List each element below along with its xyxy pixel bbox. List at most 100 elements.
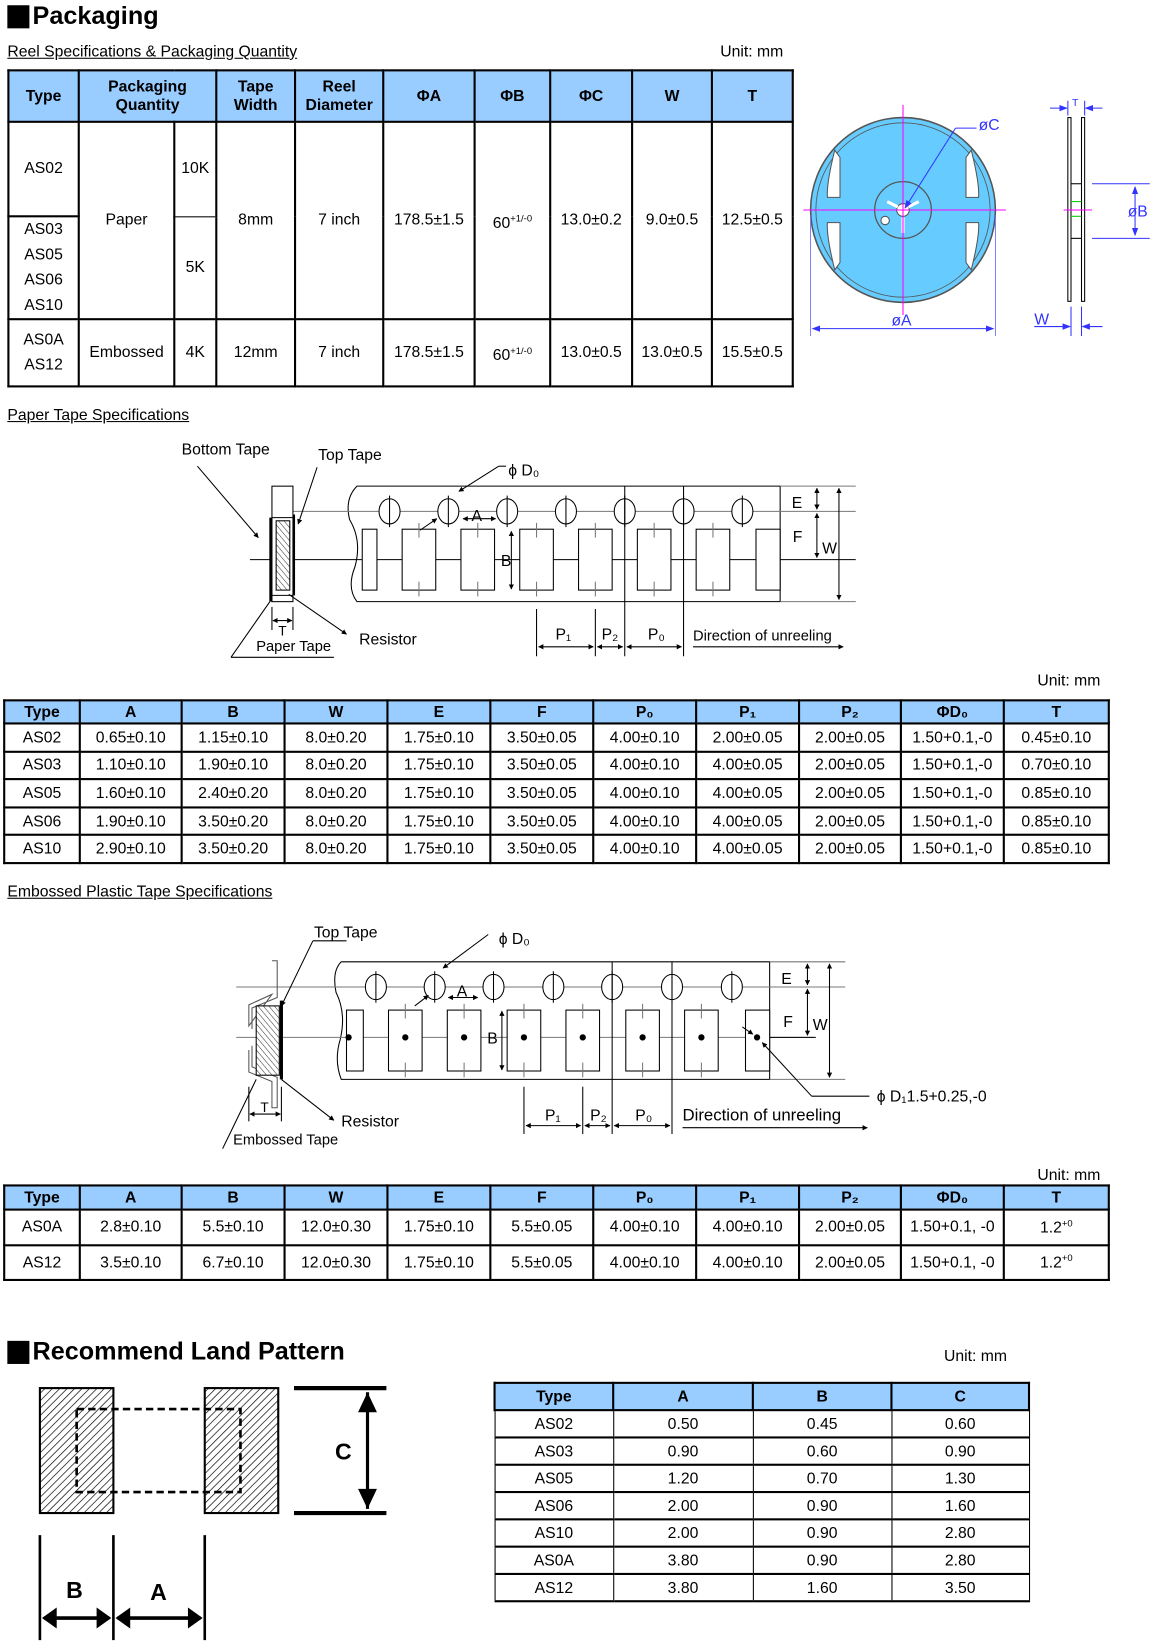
w-label: W: [822, 540, 837, 557]
header-tape-width: Tape Width: [215, 69, 297, 123]
table-cell: 2.8±0.10: [78, 1209, 183, 1246]
cell-tolerance: +0: [1061, 1252, 1073, 1264]
table-cell: 8.0±0.20: [283, 778, 389, 809]
type-cell: AS0A AS12: [7, 318, 80, 388]
column-header: F: [489, 1184, 595, 1211]
table-cell: AS0A: [3, 1209, 81, 1246]
table-cell: 8.0±0.20: [283, 750, 389, 781]
bottom-tape-label: Bottom Tape: [182, 442, 270, 459]
column-header: F: [489, 699, 595, 725]
column-header: P₀: [592, 699, 698, 725]
table-row: AS03 AS05 AS06 AS10 5K: [7, 215, 792, 321]
packaging-cell: Embossed: [77, 318, 176, 388]
table-cell: 6.7±0.10: [180, 1244, 286, 1281]
table-cell: 2.90±0.10: [78, 834, 183, 865]
table-cell: 3.50±0.05: [489, 722, 595, 753]
cell-tolerance: +0: [1061, 1217, 1073, 1229]
d1-label: ϕ D₁1.5+0.25,-0: [877, 1088, 987, 1105]
phi-b-tolerance: +1/-0: [510, 212, 533, 224]
phi-b-cell: 60+1/-0: [473, 318, 552, 388]
table-cell: 4.00±0.10: [592, 778, 698, 809]
land-pattern-title-text: Recommend Land Pattern: [32, 1337, 345, 1367]
d0-label: ϕ D₀: [499, 931, 530, 948]
column-header: B: [180, 1184, 286, 1211]
f-label: F: [783, 1014, 793, 1031]
cavity: [387, 1009, 423, 1072]
table-cell: 1.50+0.1,-0: [899, 778, 1005, 809]
p2-label: P₂: [590, 1107, 607, 1124]
table-cell: 0.85±0.10: [1002, 778, 1110, 809]
table-cell: 0.85±0.10: [1002, 834, 1110, 865]
column-header: A: [78, 699, 183, 725]
column-header: B: [180, 699, 286, 725]
type-value: AS06: [24, 270, 63, 289]
direction-label: Direction of unreeling: [682, 1105, 841, 1124]
table-cell: 3.50±0.05: [489, 750, 595, 781]
resistor-label: Resistor: [359, 632, 417, 649]
phi-b-value: 60: [492, 213, 511, 232]
paper-tape-label: Paper Tape: [256, 639, 331, 655]
column-header: Type: [3, 1184, 81, 1211]
cavity: [506, 1009, 542, 1072]
column-header: B: [751, 1381, 893, 1412]
land-pattern-title: Recommend Land Pattern: [7, 1337, 345, 1367]
header-packaging-quantity: Packaging Quantity: [77, 69, 218, 123]
reel-phi-a-label: øA: [891, 313, 912, 330]
phi-c-cell: 13.0±0.5: [549, 318, 634, 388]
reel-w-label: W: [1034, 311, 1049, 328]
table-cell: 0.45±0.10: [1002, 722, 1110, 753]
table-cell: AS05: [494, 1464, 614, 1494]
table-cell: 1.75±0.10: [386, 1209, 492, 1246]
section-marker: [7, 1340, 30, 1364]
table-cell: 2.00: [612, 1518, 754, 1548]
table-cell: 4.00±0.05: [695, 778, 801, 809]
top-tape-label: Top Tape: [318, 447, 382, 464]
embossed-tape-diagram: [222, 934, 870, 1149]
paper-tape-diagram: [197, 465, 856, 658]
cavity: [755, 528, 781, 591]
column-header: Type: [3, 699, 81, 725]
table-row: AS0A AS12 Embossed 4K 12mm 7 inch 178.5±…: [7, 318, 794, 388]
cavity: [460, 528, 496, 591]
packaging-title-text: Packaging: [32, 2, 159, 31]
reel-t-label: T: [1072, 97, 1079, 109]
column-header: W: [283, 699, 389, 725]
table-cell: AS10: [3, 834, 81, 865]
reel-table-header: Type Packaging Quantity Tape Width Reel …: [7, 69, 794, 123]
table-cell: 1.2+0: [1002, 1244, 1110, 1281]
cavity: [625, 1009, 660, 1072]
table-cell: 2.80: [890, 1518, 1030, 1548]
land-pattern-unit-label: Unit: mm: [943, 1347, 1007, 1365]
direction-label: Direction of unreeling: [693, 629, 832, 645]
table-cell: 1.75±0.10: [386, 834, 492, 865]
column-header: E: [386, 1184, 492, 1211]
header-reel-diameter: Reel Diameter: [294, 69, 385, 123]
table-cell: AS02: [494, 1409, 614, 1439]
table-cell: 1.90±0.10: [180, 750, 286, 781]
reel-diameter-cell: 7 inch: [294, 120, 385, 321]
table-cell: 3.50: [890, 1573, 1030, 1603]
table-cell: 1.60±0.10: [78, 778, 183, 809]
table-cell: 3.50±0.05: [489, 778, 595, 809]
header-phi-c: ΦC: [549, 69, 634, 123]
table-cell: 0.65±0.10: [78, 722, 183, 753]
qty-cell: 5K: [173, 215, 218, 321]
phi-b-cell: 60+1/-0: [473, 120, 552, 321]
table-cell: 2.00±0.05: [797, 834, 902, 865]
header-t: T: [710, 69, 794, 123]
table-cell: 2.00±0.05: [797, 778, 902, 809]
cavity: [345, 1009, 364, 1072]
table-cell: 4.00±0.10: [695, 1209, 801, 1246]
table-cell: 0.90: [612, 1436, 754, 1466]
p2-label: P₂: [602, 626, 619, 643]
cavity: [636, 528, 672, 591]
land-pad-right: [203, 1387, 280, 1515]
table-cell: 0.60: [752, 1436, 892, 1466]
cell-value: 1.2: [1039, 1253, 1062, 1272]
type-cell: AS03 AS05 AS06 AS10: [7, 215, 80, 321]
table-cell: 3.50±0.05: [489, 834, 595, 865]
